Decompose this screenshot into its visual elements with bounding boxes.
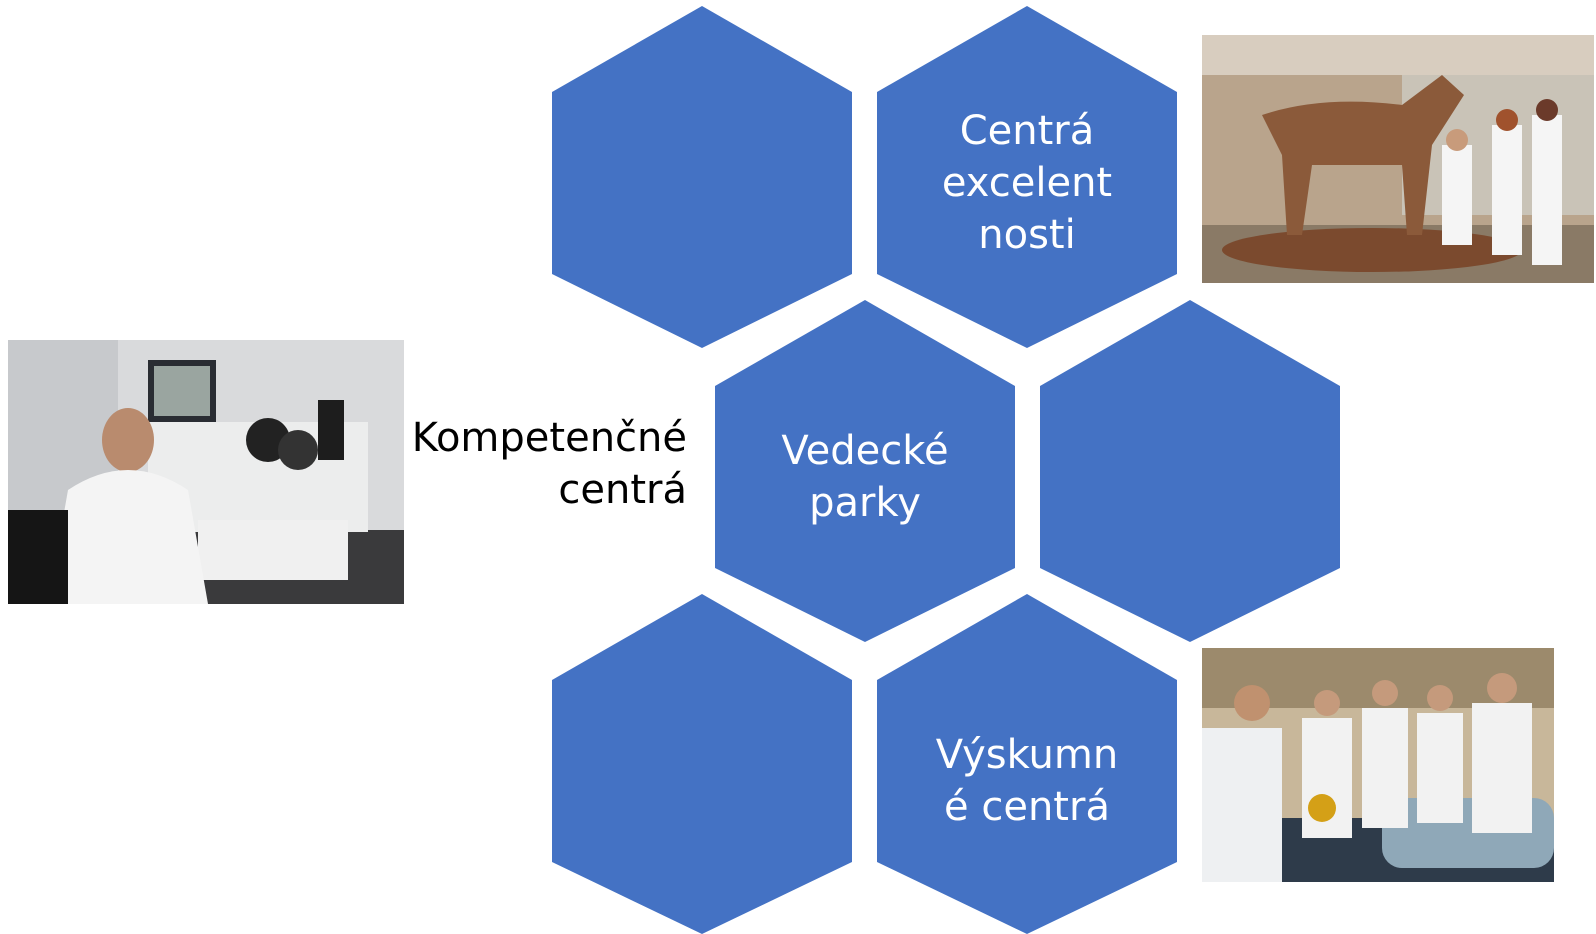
hexagon-top-right-label: Centrá excelent nosti [941, 108, 1113, 258]
hexagon-middle-right [1040, 300, 1340, 642]
competence-centers-label: Kompetenčné centrá [411, 415, 687, 513]
photo-students-lab-equipment [1202, 648, 1554, 882]
photo-microscope-lab [8, 340, 404, 604]
hexagon-middle-left [715, 300, 1015, 642]
hexagon-top-left-label [552, 92, 852, 274]
hexagon-bottom-right [877, 594, 1177, 934]
photo-anatomy-museum-horse [1202, 35, 1594, 283]
hexagon-bottom-left-label [552, 680, 852, 862]
hexagon-middle-left-label: Vedecké parky [781, 428, 949, 526]
hexagon-top-right [877, 6, 1177, 348]
hexagon-bottom-left [552, 594, 852, 934]
hexagon-bottom-right-label: Výskumn é centrá [935, 732, 1119, 830]
hexagon-top-left [552, 6, 852, 348]
hexagon-middle-right-label [1040, 386, 1340, 568]
